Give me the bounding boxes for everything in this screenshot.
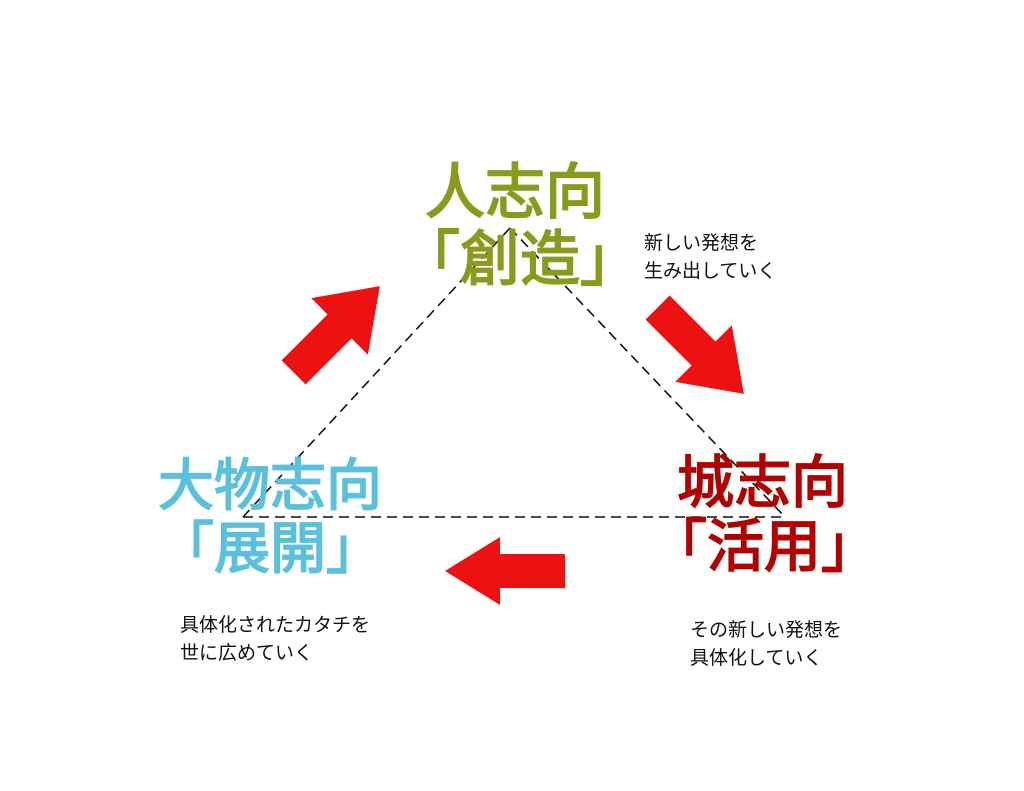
node-subtitle: 「展開」 bbox=[158, 516, 382, 582]
arrow-right-down-icon bbox=[645, 295, 744, 394]
node-castle-utilization: 城志向 「活用」 bbox=[650, 450, 878, 580]
note-line: 具体化していく bbox=[690, 646, 823, 669]
note-line: 新しい発想を bbox=[644, 232, 759, 254]
arrow-right-up-icon bbox=[281, 286, 380, 385]
note-utilization: その新しい発想を 具体化していく bbox=[690, 617, 842, 672]
note-line: 生み出していく bbox=[644, 259, 777, 282]
node-subtitle: 「活用」 bbox=[650, 513, 878, 580]
note-creation: 新しい発想を 生み出していく bbox=[644, 230, 776, 285]
note-line: 具体化されたカタチを bbox=[180, 614, 371, 636]
dashed-triangle bbox=[242, 227, 786, 518]
node-title: 城志向 bbox=[677, 450, 848, 516]
note-line: その新しい発想を bbox=[690, 619, 843, 641]
note-line: 世に広めていく bbox=[180, 641, 314, 664]
triangle-edge-left bbox=[242, 227, 511, 518]
note-expansion: 具体化されたカタチを 世に広めていく bbox=[180, 612, 370, 667]
node-object-expansion: 大物志向 「展開」 bbox=[140, 454, 400, 582]
arrow-left-icon bbox=[445, 537, 565, 605]
node-title: 人志向 bbox=[425, 158, 605, 228]
node-title: 大物志向 bbox=[158, 454, 382, 519]
node-human-creation: 人志向 「創造」 bbox=[400, 158, 640, 296]
triangle-edge-right bbox=[509, 227, 786, 518]
node-subtitle: 「創造」 bbox=[400, 225, 640, 296]
